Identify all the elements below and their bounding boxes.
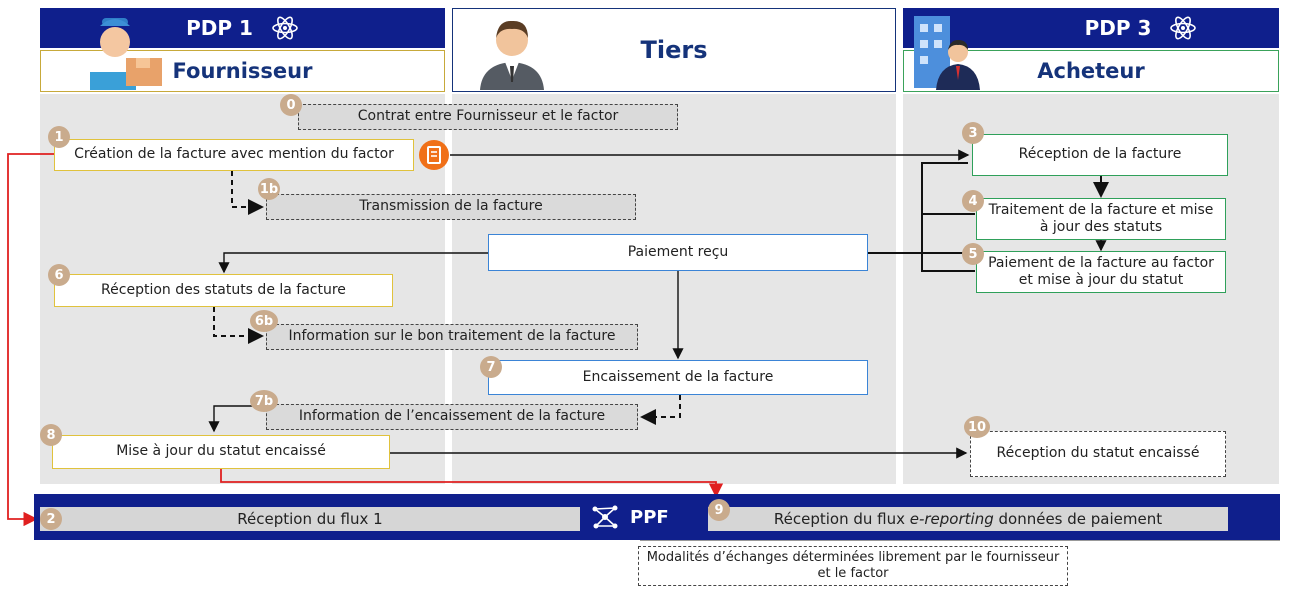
fournisseur-title: Fournisseur xyxy=(172,59,313,83)
step-4-text: Traitement de la facture et mise à jour … xyxy=(988,201,1214,236)
step-7b-text: Information de l’encaissement de la fact… xyxy=(298,408,606,425)
step-8-badge: 8 xyxy=(40,424,62,446)
pdp3-header: PDP 3 xyxy=(903,8,1279,48)
step-10-text: Réception du statut encaissé xyxy=(996,445,1200,462)
step-3-badge: 3 xyxy=(962,122,984,144)
building-buyer-icon xyxy=(912,14,982,90)
exchange-note-text: Modalités d’échanges déterminées libreme… xyxy=(646,549,1060,581)
paiement-recu-box: Paiement reçu xyxy=(488,234,868,271)
step-2-badge: 2 xyxy=(40,508,62,530)
ppf-ereporting-text-b: e-reporting xyxy=(909,510,994,528)
step-0-box: Contrat entre Fournisseur et le factor xyxy=(298,104,678,130)
step-10-badge: 10 xyxy=(964,416,990,438)
ppf-title: PPF xyxy=(630,506,669,528)
step-1b-text: Transmission de la facture xyxy=(359,198,543,215)
step-1-badge: 1 xyxy=(48,126,70,148)
atom-icon xyxy=(1169,14,1197,42)
step-1b-badge: 1b xyxy=(258,178,280,200)
step-1b-box: Transmission de la facture xyxy=(266,194,636,220)
step-9-badge: 9 xyxy=(708,499,730,521)
exchange-note-box: Modalités d’échanges déterminées libreme… xyxy=(638,546,1068,586)
ppf-label: PPF xyxy=(590,500,669,534)
step-7b-box: Information de l’encaissement de la fact… xyxy=(266,404,638,430)
paiement-recu-text: Paiement reçu xyxy=(627,243,729,260)
step-1-text: Création de la facture avec mention du f… xyxy=(74,146,394,163)
step-6b-text: Information sur le bon traitement de la … xyxy=(288,328,616,345)
invoice-document-icon xyxy=(418,139,450,171)
step-0-badge: 0 xyxy=(280,94,302,116)
step-6b-box: Information sur le bon traitement de la … xyxy=(266,324,638,350)
step-8-text: Mise à jour du statut encaissé xyxy=(116,443,326,460)
step-6-box: Réception des statuts de la facture xyxy=(54,274,393,307)
step-8-box: Mise à jour du statut encaissé xyxy=(52,435,390,469)
step-5-text: Paiement de la facture au factor et mise… xyxy=(988,254,1214,289)
step-3-text: Réception de la facture xyxy=(1018,146,1182,163)
step-1-box: Création de la facture avec mention du f… xyxy=(54,139,414,171)
ppf-flux1-cell: Réception du flux 1 xyxy=(40,507,580,531)
delivery-person-icon xyxy=(78,12,168,90)
acheteur-title: Acheteur xyxy=(1037,59,1145,83)
divider xyxy=(640,540,1280,541)
step-4-box: Traitement de la facture et mise à jour … xyxy=(976,198,1226,240)
pdp1-title: PDP 1 xyxy=(186,16,253,40)
step-10-box: Réception du statut encaissé xyxy=(970,431,1226,477)
step-7-text: Encaissement de la facture xyxy=(582,368,774,385)
step-6-badge: 6 xyxy=(48,264,70,286)
tiers-title: Tiers xyxy=(640,36,708,64)
network-icon xyxy=(590,502,620,532)
step-6-text: Réception des statuts de la facture xyxy=(101,281,346,298)
pdp3-title: PDP 3 xyxy=(1084,16,1152,40)
ppf-ereporting-text-c: données de paiement xyxy=(993,510,1163,528)
step-5-box: Paiement de la facture au factor et mise… xyxy=(976,251,1226,293)
step-4-badge: 4 xyxy=(962,190,984,212)
step-7-badge: 7 xyxy=(480,356,502,378)
step-3-box: Réception de la facture xyxy=(972,134,1228,176)
step-7b-badge: 7b xyxy=(250,390,278,412)
step-7-box: Encaissement de la facture xyxy=(488,360,868,395)
step-6b-badge: 6b xyxy=(250,310,278,332)
businessman-icon xyxy=(472,10,552,90)
ppf-ereporting-cell: Réception du flux e-reporting données de… xyxy=(708,507,1228,531)
atom-icon xyxy=(271,14,299,42)
step-0-text: Contrat entre Fournisseur et le factor xyxy=(357,108,619,125)
ppf-ereporting-text-a: Réception du flux xyxy=(773,510,910,528)
step-5-badge: 5 xyxy=(962,243,984,265)
ppf-ereporting-text: Réception du flux e-reporting données de… xyxy=(774,510,1162,528)
ppf-flux1-text: Réception du flux 1 xyxy=(237,510,383,528)
